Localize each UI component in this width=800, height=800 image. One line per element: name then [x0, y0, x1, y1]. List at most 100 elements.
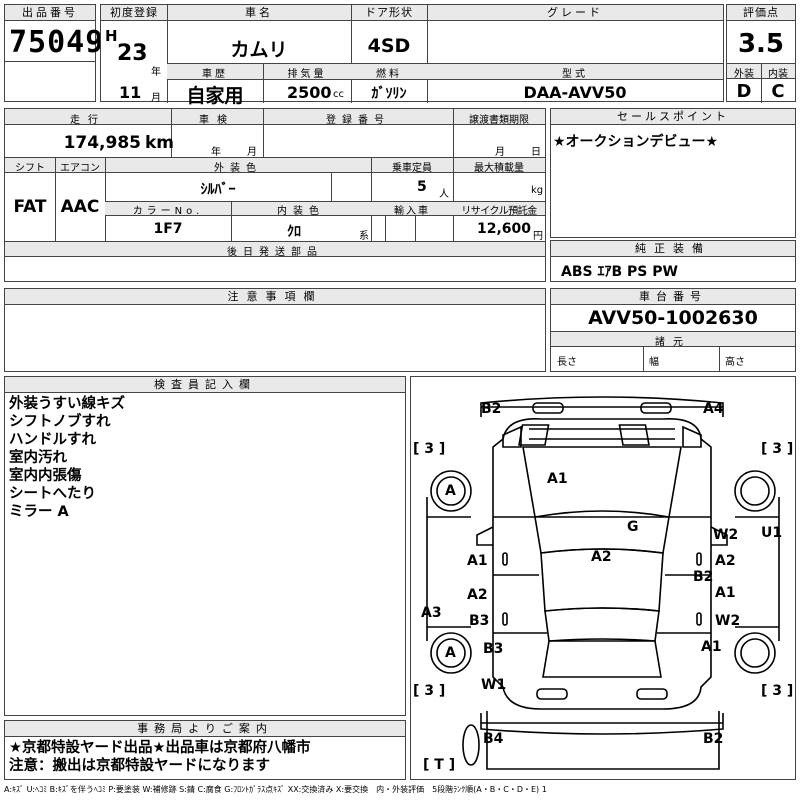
- recycle-unit: 円: [533, 231, 543, 242]
- max-load-label: 最大積載量: [474, 163, 524, 174]
- max-load-unit: kg: [531, 185, 544, 196]
- equipment-value: ABS ｴｱB PS PW: [561, 264, 678, 280]
- car-name-label: 車名: [167, 5, 351, 21]
- lot-box: 出品番号 75049: [4, 4, 103, 102]
- mark-hood: A1: [547, 471, 568, 487]
- shift-value: FAT: [13, 197, 47, 217]
- history-label: 車歴: [202, 69, 228, 80]
- damage-diagram: B2 A4 [ 3 ] [ 3 ] [ 3 ] [ 3 ] [ T ] A A …: [410, 376, 796, 780]
- inspector-line: ハンドルすれ: [9, 432, 96, 448]
- inspector-line: ミラー A: [9, 504, 69, 520]
- ext-color-label: 外装色: [214, 163, 262, 174]
- int-color-value: ｸﾛ: [287, 224, 301, 240]
- mark-windshield: G: [627, 519, 639, 535]
- inspection-label: 車検: [199, 115, 235, 126]
- int-color-unit: 系: [359, 231, 369, 242]
- mark-a2-right: A2: [715, 553, 736, 569]
- model-label: 型式: [562, 69, 588, 80]
- mark-b4-bottom: B4: [483, 731, 504, 747]
- mark-b2-right: B2: [693, 569, 714, 585]
- mileage-value: 174,985: [63, 133, 141, 153]
- history-value: 自家用: [186, 85, 244, 107]
- color-no-label: カラーNo.: [132, 206, 204, 217]
- inspector-line: シートへたり: [9, 486, 96, 502]
- mark-a3-left: A3: [421, 605, 442, 621]
- chassis-label: 車台番号: [551, 289, 795, 305]
- lot-number: 75049: [9, 25, 105, 60]
- transfer-label: 譲渡書類期限: [469, 115, 529, 126]
- sales-point-box: セールスポイント ★オークションデビュー★: [550, 108, 796, 238]
- capacity-value: 5: [417, 179, 427, 195]
- displacement-unit: cc: [333, 89, 344, 100]
- mark-a2-left: A2: [467, 587, 488, 603]
- mark-a1-rr: A1: [701, 639, 722, 655]
- notes-box: 注意事項欄: [4, 288, 546, 372]
- inspector-lines: 外装うすい線キズ シフトノブすれ ハンドルすれ 室内汚れ 室内内張傷 シートへた…: [9, 395, 125, 521]
- inspector-line: 室内内張傷: [9, 468, 82, 484]
- fuel-label: 燃料: [376, 69, 402, 80]
- office-line: ★京都特設ヤード出品★出品車は京都府八幡市: [9, 740, 311, 756]
- mark-a1-left: A1: [467, 553, 488, 569]
- recycle-value: 12,600: [476, 221, 531, 237]
- door-type: 4SD: [367, 35, 411, 57]
- inspection-year-unit: 年: [211, 147, 221, 158]
- car-name: カムリ: [230, 39, 288, 61]
- mark-wheel-fl: A: [445, 483, 456, 499]
- displacement-value: 2500: [287, 83, 332, 102]
- int-grade-label: 内装: [768, 69, 788, 80]
- first-reg-year: 23: [117, 41, 148, 66]
- aircon-value: AAC: [60, 197, 100, 217]
- mark-a1-right: A1: [715, 585, 736, 601]
- sales-point-value: ★オークションデビュー★: [553, 134, 719, 150]
- transfer-day-unit: 日: [531, 147, 541, 158]
- inspector-line: シフトノブすれ: [9, 414, 111, 430]
- spare-count: [ T ]: [423, 757, 456, 773]
- era: H: [105, 27, 118, 45]
- displacement-label: 排気量: [287, 69, 327, 80]
- inspector-line: 外装うすい線キズ: [9, 396, 125, 412]
- legend: A:ｷｽﾞ U:ﾍｺﾐ B:ｷｽﾞを伴うﾍｺﾐ P:要塗装 W:補修跡 S:錆 …: [4, 785, 547, 794]
- month-unit: 月: [151, 93, 161, 104]
- equipment-label: 純正装備: [551, 241, 795, 257]
- fuel-value: ｶﾞｿﾘﾝ: [371, 86, 407, 102]
- score-box: 評価点 3.5 外装 内装 D C: [726, 4, 796, 103]
- office-box: 事務局よりご案内 ★京都特設ヤード出品★出品車は京都府八幡市 注意：搬出は京都特…: [4, 720, 406, 780]
- chassis-value: AVV50-1002630: [588, 307, 758, 329]
- mark-w1: W1: [481, 677, 507, 693]
- mark-roof: A2: [591, 549, 612, 565]
- tire-fl-count: [ 3 ]: [413, 441, 446, 457]
- shift-label: シフト: [15, 163, 45, 174]
- lot-label: 出品番号: [5, 5, 95, 21]
- mileage-unit: km: [145, 133, 175, 153]
- vehicle-detail-grid: 走行 車検 登録番号 譲渡書類期限 174,985 km 年 月 月 日 シフト…: [4, 108, 546, 282]
- office-line: 注意：搬出は京都特設ヤードになります: [9, 758, 270, 774]
- recycle-label: リサイクル預託金: [461, 206, 537, 217]
- inspector-box: 検査員記入欄 外装うすい線キズ シフトノブすれ ハンドルすれ 室内汚れ 室内内張…: [4, 376, 406, 716]
- office-label: 事務局よりご案内: [5, 721, 405, 737]
- equipment-box: 純正装備 ABS ｴｱB PS PW: [550, 240, 796, 282]
- office-lines: ★京都特設ヤード出品★出品車は京都府八幡市 注意：搬出は京都特設ヤードになります: [9, 739, 311, 775]
- year-unit: 年: [151, 67, 161, 78]
- inspector-line: 室内汚れ: [9, 450, 67, 466]
- spec-width: 幅: [649, 357, 659, 368]
- spec-height: 高さ: [725, 357, 745, 368]
- spec-grid: 初度登録 車名 ドア形状 グレード H 23 年 11 月 カムリ 4SD 車歴…: [100, 4, 724, 107]
- score-label: 評価点: [727, 5, 795, 21]
- color-no-value: 1F7: [153, 221, 183, 237]
- tire-rr-count: [ 3 ]: [761, 683, 794, 699]
- aircon-label: エアコン: [60, 163, 100, 174]
- later-parts-label: 後日発送部品: [227, 247, 323, 258]
- capacity-label: 乗車定員: [392, 163, 432, 174]
- mark-w2-rear: W2: [715, 613, 741, 629]
- door-label: ドア形状: [351, 5, 427, 21]
- transfer-month-unit: 月: [495, 147, 505, 158]
- mark-b2-bottom: B2: [703, 731, 724, 747]
- mark-b3-rl: B3: [483, 641, 504, 657]
- int-color-label: 内装色: [277, 206, 325, 217]
- import-label: 輸入車: [394, 206, 430, 217]
- car-outline: [426, 396, 780, 770]
- reg-no-label: 登録番号: [326, 115, 390, 126]
- inspector-label: 検査員記入欄: [5, 377, 405, 393]
- model-value: DAA-AVV50: [523, 83, 627, 102]
- inspection-month-unit: 月: [247, 147, 257, 158]
